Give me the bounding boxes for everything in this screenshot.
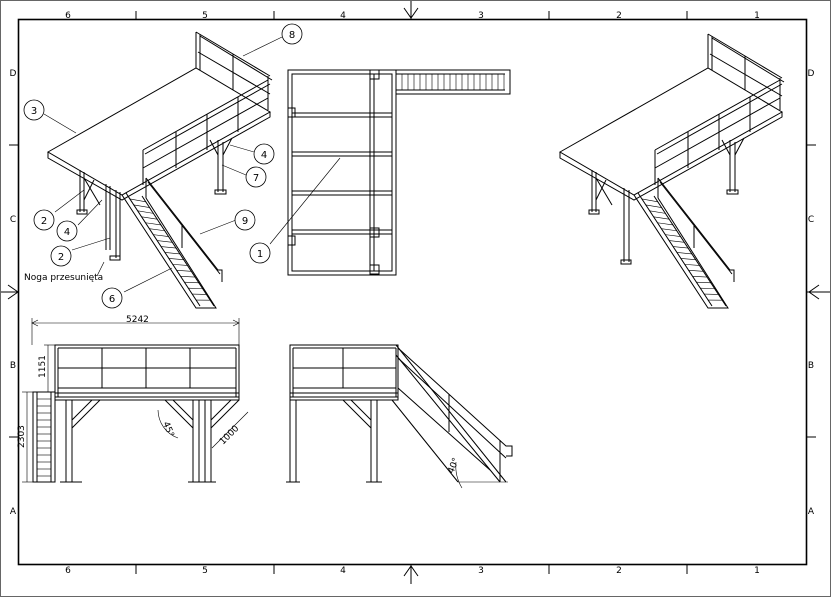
stair-tread [696,282,710,283]
shifted-leg-note: Noga przesunięta [24,273,103,283]
dimension-rail-height: 1151 [38,355,48,378]
stair-tread [689,270,704,271]
balloon-3: 3 [24,100,44,120]
col-label-bottom-1: 1 [754,566,760,576]
balloon-7: 7 [246,167,266,187]
stair-tread [665,235,680,237]
stair-tread [693,276,708,277]
col-label-top-4: 4 [340,11,346,21]
stair-tread [134,205,150,208]
row-label-left-d: D [10,69,17,79]
balloon-4-upper-label: 4 [261,150,267,161]
dimension-deck-height: 2303 [17,425,27,448]
stair-tread [165,252,180,253]
center-mark-top [404,1,418,19]
stair-tread [681,258,696,259]
stair-tread [650,211,666,214]
isometric-stair-treads-left [130,199,210,300]
stair-tread [685,264,700,265]
balloon-9: 9 [235,210,255,230]
col-label-bottom-4: 4 [340,566,346,576]
row-label-right-c: C [808,215,814,225]
balloon-2-upper: 2 [34,210,54,230]
stair-tread [138,211,154,214]
stair-tread [669,241,684,243]
isometric-stair-treads-right [642,199,722,300]
stair-tread [177,270,192,271]
stair-tread [161,247,176,249]
row-label-left-c: C [10,215,16,225]
col-label-bottom-5: 5 [202,566,208,576]
stair-tread [184,282,198,283]
row-label-left-b: B [10,361,16,371]
stair-tread [642,199,658,202]
col-label-bottom-2: 2 [616,566,622,576]
stair-tread [130,199,146,202]
stair-tread [677,252,692,253]
stair-tread [657,223,672,225]
col-label-bottom-3: 3 [478,566,484,576]
row-label-right-b: B [808,361,814,371]
front-stair-treads [37,399,51,476]
balloon-3-label: 3 [31,106,37,117]
row-label-right-d: D [808,69,815,79]
col-label-top-1: 1 [754,11,760,21]
balloon-4-lower: 4 [57,221,77,241]
balloon-6-label: 6 [109,294,115,305]
balloon-2-lower: 2 [51,246,71,266]
col-label-top-5: 5 [202,11,208,21]
balloon-4-upper: 4 [254,144,274,164]
balloon-1: 1 [250,243,270,263]
stair-tread [149,229,164,231]
isometric-view-right [560,34,784,308]
stair-tread [157,241,172,243]
balloon-9-label: 9 [242,216,248,227]
stair-tread [661,229,676,231]
leader-lines [44,37,340,292]
col-label-top-2: 2 [616,11,622,21]
col-label-top-3: 3 [478,11,484,21]
balloon-1-label: 1 [257,249,263,260]
stair-tread [173,264,188,265]
stair-tread [153,235,168,237]
center-mark-left [1,285,18,299]
dimension-brace-length: 1000 [218,424,241,447]
balloon-2-upper-label: 2 [41,216,47,227]
row-label-right-a: A [808,507,815,517]
stair-tread [646,205,662,208]
front-view [33,345,239,482]
col-label-bottom-6: 6 [65,566,71,576]
stair-tread [673,247,688,249]
col-label-top-6: 6 [65,11,71,21]
dimension-width: 5242 [126,315,149,325]
plan-view [288,70,510,275]
plan-stair-treads [402,74,504,90]
center-mark-right [807,285,830,299]
balloon-4-lower-label: 4 [64,227,70,238]
balloon-8-label: 8 [289,30,295,41]
stair-tread [181,276,196,277]
stair-tread [142,217,158,219]
balloon-8: 8 [282,24,302,44]
isometric-view-left [48,32,272,308]
center-mark-bottom [404,565,418,584]
row-label-left-a: A [10,507,17,517]
side-view [286,345,512,482]
stair-tread [145,223,160,225]
balloon-6: 6 [102,288,122,308]
stair-tread [169,258,184,259]
balloon-7-label: 7 [253,173,259,184]
balloon-2-lower-label: 2 [58,252,64,263]
stair-tread [654,217,670,219]
dimension-stair-angle: 40° [447,457,462,476]
